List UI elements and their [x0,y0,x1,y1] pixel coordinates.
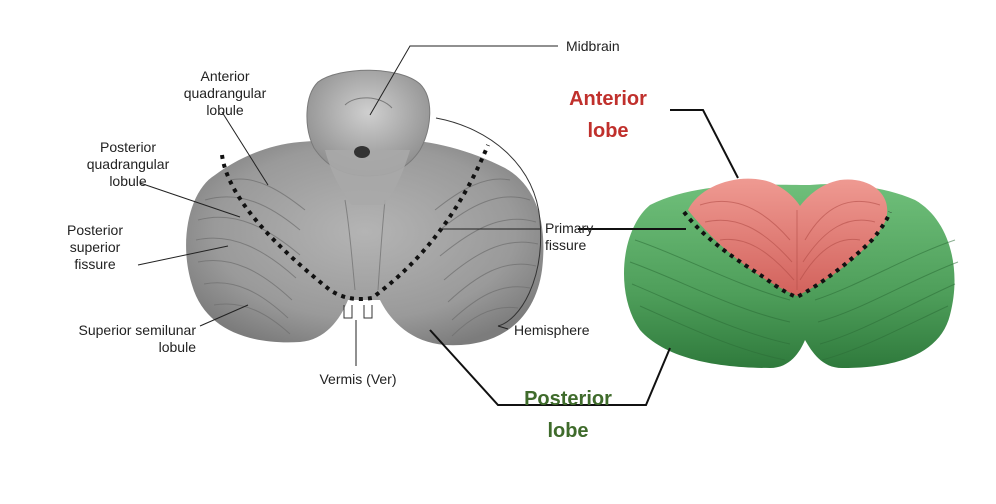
leader-superior-semilunar [199,304,249,327]
label-vermis: Vermis (Ver) [319,371,397,387]
leader-midbrain [369,45,558,116]
leader-posterior-superior-fissure [137,245,229,266]
brainstem-photo [325,150,410,205]
label-superior-semilunar-lobule: Superior semilunar lobule [78,322,197,355]
label-posterior-superior-fissure: Posterior superior fissure [66,222,124,272]
illustration-cerebellum [623,178,959,368]
label-anterior-quadrangular-lobule: Anterior quadrangular lobule [183,68,267,118]
hemisphere-bracket [435,117,542,327]
illustration-primary-fissure-line [682,210,892,300]
leader-lines [137,45,558,366]
vermis-bracket-left [343,305,353,319]
cerebellum-photo-body [186,139,544,346]
label-posterior-lobe: Posterior lobe [524,388,612,442]
label-midbrain: Midbrain [566,38,620,54]
aqueduct-mark [354,146,370,158]
leader-hemisphere [497,325,509,330]
leader-posterior-lobe [429,329,671,406]
anterior-folia [699,200,881,290]
leader-posterior-quadrangular [139,182,241,218]
photo-cerebellum [186,69,544,346]
posterior-folia [629,239,959,361]
folia-texture [195,178,539,337]
label-hemisphere: Hemisphere [514,322,590,338]
leader-anterior-lobe [670,109,739,179]
vermis-bracket-right [363,305,373,319]
label-anterior-lobe: Anterior lobe [569,88,647,142]
label-primary-fissure: Primary fissure [545,220,594,253]
label-posterior-quadrangular-lobule: Posterior quadrangular lobule [86,139,170,189]
lobe-leader-lines [429,109,739,406]
leader-anterior-quadrangular [221,111,269,186]
